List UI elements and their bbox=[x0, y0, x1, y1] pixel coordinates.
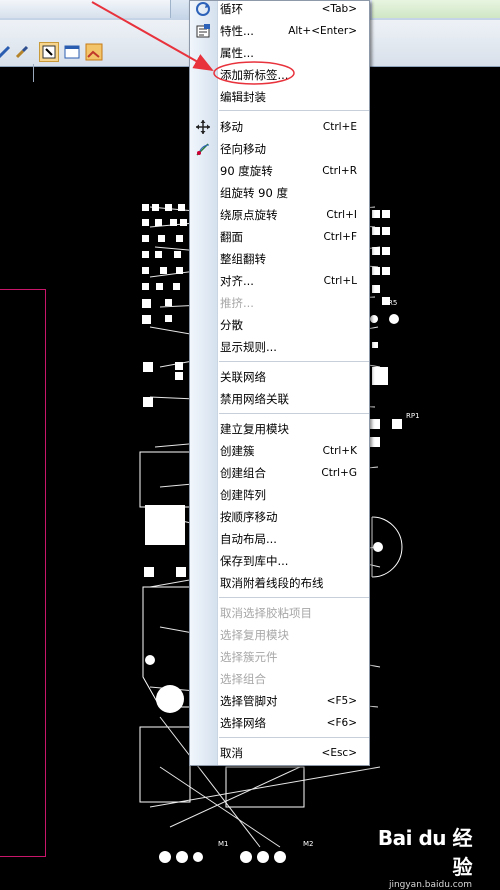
pcb-label-rp1: RP1 bbox=[406, 412, 420, 420]
watermark-url: jingyan.baidu.com bbox=[388, 880, 472, 890]
menu-item-select-cluster-parts: 选择簇元件 bbox=[220, 650, 278, 664]
baidu-watermark: Bai du 经验 jingyan.baidu.com bbox=[362, 822, 473, 890]
menu-item-select-nets[interactable]: 选择网络<F6> bbox=[220, 716, 357, 730]
menu-item-make-reuse[interactable]: 建立复用模块 bbox=[220, 422, 289, 436]
menu-item-radial-move[interactable]: 径向移动 bbox=[190, 138, 369, 160]
menu-item-properties[interactable]: 特性...Alt+<Enter> bbox=[190, 20, 369, 42]
menu-icon-gutter bbox=[190, 1, 218, 765]
menu-separator bbox=[219, 110, 369, 112]
cycle-icon bbox=[195, 1, 211, 17]
window-tool-icon[interactable] bbox=[62, 42, 82, 62]
pads-icon[interactable] bbox=[84, 42, 104, 62]
watermark-brand: Bai du 经验 bbox=[377, 826, 473, 879]
menu-separator bbox=[219, 361, 369, 363]
menu-item-unselect-glued: 取消选择胶粘项目 bbox=[220, 606, 312, 620]
menu-separator bbox=[219, 413, 369, 415]
menu-item-disable-net-association[interactable]: 禁用网络关联 bbox=[220, 392, 289, 406]
menu-item-group-flip[interactable]: 整组翻转 bbox=[220, 252, 266, 266]
toolbar-partial-icon[interactable] bbox=[0, 42, 14, 62]
select-tool-icon[interactable] bbox=[39, 42, 59, 62]
menu-separator bbox=[219, 597, 369, 599]
pcb-label-r5: R5 bbox=[388, 299, 398, 307]
menu-item-attributes[interactable]: 属性... bbox=[220, 46, 254, 60]
menu-item-select-union: 选择组合 bbox=[220, 672, 266, 686]
menu-item-cycle[interactable]: 循环<Tab> bbox=[190, 0, 369, 20]
menu-separator bbox=[219, 737, 369, 739]
properties-icon bbox=[195, 23, 211, 39]
browser-tab-right[interactable] bbox=[372, 0, 500, 18]
menu-item-add-label[interactable]: 添加新标签... bbox=[220, 68, 289, 82]
menu-item-group-rotate-90[interactable]: 组旋转 90 度 bbox=[220, 186, 288, 200]
board-outline bbox=[0, 289, 46, 857]
menu-item-cancel[interactable]: 取消<Esc> bbox=[220, 746, 357, 760]
menu-item-select-pin-pairs[interactable]: 选择管脚对<F5> bbox=[220, 694, 357, 708]
brush-icon[interactable] bbox=[12, 42, 32, 62]
move-icon bbox=[195, 119, 211, 135]
pcb-label-m2: M2 bbox=[303, 840, 314, 848]
pcb-label-m1: M1 bbox=[218, 840, 229, 848]
browser-tab[interactable] bbox=[0, 0, 171, 18]
menu-item-unroute-attached[interactable]: 取消附着线段的布线 bbox=[220, 576, 324, 590]
menu-item-save-to-library[interactable]: 保存到库中... bbox=[220, 554, 289, 568]
menu-item-auto-place[interactable]: 自动布局... bbox=[220, 532, 277, 546]
toolbar-separator bbox=[33, 64, 34, 82]
context-menu: 循环<Tab> 特性...Alt+<Enter> 属性... 添加新标签... … bbox=[189, 0, 370, 766]
menu-item-move-sequential[interactable]: 按顺序移动 bbox=[220, 510, 278, 524]
menu-item-create-array[interactable]: 创建阵列 bbox=[220, 488, 266, 502]
menu-item-push: 推挤... bbox=[220, 296, 254, 310]
menu-item-align[interactable]: 对齐...Ctrl+L bbox=[220, 274, 357, 288]
menu-item-associate-nets[interactable]: 关联网络 bbox=[220, 370, 266, 384]
radial-move-icon bbox=[195, 141, 211, 157]
menu-item-show-rules[interactable]: 显示规则... bbox=[220, 340, 277, 354]
menu-item-edit-footprint[interactable]: 编辑封装 bbox=[220, 90, 266, 104]
menu-item-select-reuse: 选择复用模块 bbox=[220, 628, 289, 642]
menu-item-disperse[interactable]: 分散 bbox=[220, 318, 243, 332]
